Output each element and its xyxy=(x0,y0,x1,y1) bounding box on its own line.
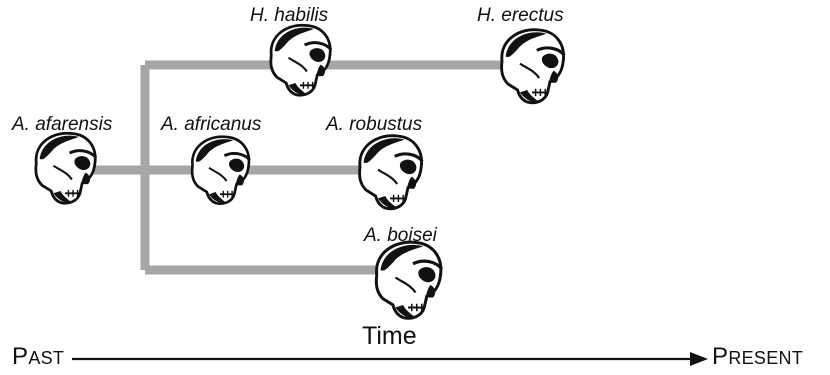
label-a-africanus: A. africanus xyxy=(161,114,261,136)
label-a-boisei: A. boisei xyxy=(364,225,437,247)
label-a-robustus: A. robustus xyxy=(326,114,422,136)
time-axis xyxy=(72,352,708,366)
past-label-rest: AST xyxy=(28,348,64,368)
past-label-initial: P xyxy=(12,343,28,370)
skull-icon-a-boisei xyxy=(376,242,441,318)
label-a-afarensis: A. afarensis xyxy=(12,114,112,136)
time-arrowhead xyxy=(690,352,708,366)
time-label: Time xyxy=(362,322,417,351)
skull-icon-h-habilis xyxy=(271,25,331,95)
skull-icon-a-africanus xyxy=(192,137,250,204)
past-label: PAST xyxy=(12,343,64,371)
present-label-rest: RESENT xyxy=(728,348,803,368)
label-h-habilis: H. habilis xyxy=(250,5,328,27)
present-label: PRESENT xyxy=(712,343,803,371)
skull-icon-h-erectus xyxy=(502,30,565,103)
skull-icon-a-afarensis xyxy=(36,133,96,203)
label-h-erectus: H. erectus xyxy=(477,5,564,27)
present-label-initial: P xyxy=(712,343,728,370)
skull-icon-a-robustus xyxy=(360,136,423,209)
